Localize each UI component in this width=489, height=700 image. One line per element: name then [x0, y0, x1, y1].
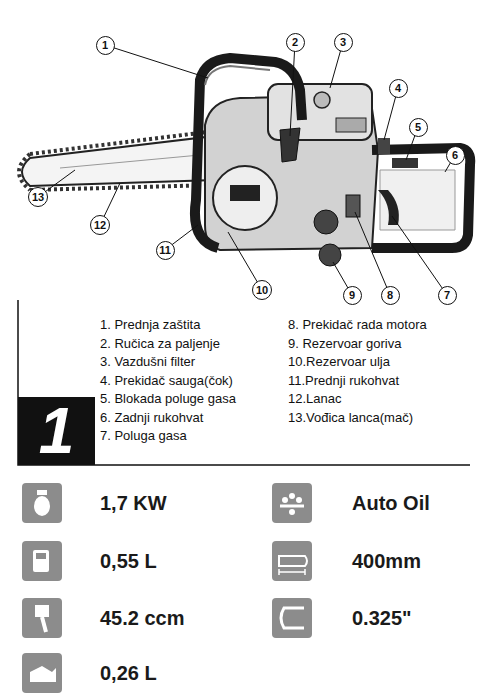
callout-number: 13	[28, 187, 48, 207]
bar-length-icon	[272, 541, 312, 581]
fuel-tank-icon	[36, 553, 46, 559]
part-legend-item: 12.Lanac	[288, 390, 342, 407]
part-legend-item: 4. Prekidač sauga(čok)	[100, 372, 233, 389]
callout-number-text: 3	[340, 37, 346, 48]
engine-power-icon	[34, 496, 50, 516]
bar-length-icon	[279, 556, 307, 566]
part-legend-item: 13.Vođica lanca(mač)	[288, 409, 413, 426]
callout-number: 11	[156, 241, 175, 260]
engine-switch	[346, 195, 360, 217]
callout-number-text: 10	[256, 285, 268, 296]
leader-line	[355, 212, 390, 295]
choke-knob	[378, 138, 390, 154]
section-number-text: 1	[39, 399, 75, 463]
part-legend-item: 6. Zadnji rukohvat	[100, 409, 203, 426]
auto-oil-icon	[289, 493, 295, 499]
spec-icons	[22, 483, 312, 693]
auto-oil-icon	[296, 497, 302, 503]
callout-number: 1	[96, 36, 115, 55]
part-legend-item: 11.Prednji rukohvat	[288, 372, 399, 389]
callout-number: 12	[90, 215, 110, 235]
callout-number-text: 7	[444, 290, 450, 301]
fuel-tank-icon	[33, 550, 49, 572]
displacement-icon	[35, 605, 49, 617]
callout-number: 8	[381, 286, 400, 305]
section-number-box: 1	[18, 397, 95, 465]
callout-number: 5	[409, 118, 428, 137]
part-legend-item: 5. Blokada poluge gasa	[100, 390, 236, 407]
oil-tank-icon	[30, 666, 56, 682]
callout-number-text: 2	[292, 37, 298, 48]
callout-number: 7	[438, 286, 457, 305]
front-guard-edge	[205, 66, 270, 85]
auto-oil-icon	[272, 483, 312, 523]
part-legend-item: 9. Rezervoar goriva	[288, 335, 401, 352]
spec-value: 0.325"	[352, 606, 412, 630]
callout-number-text: 9	[349, 290, 355, 301]
callout-number: 10	[252, 280, 272, 300]
chain-pitch-icon	[272, 598, 312, 638]
callout-number-text: 8	[387, 290, 393, 301]
auto-oil-icon	[282, 497, 288, 503]
callout-number-text: 4	[395, 83, 401, 94]
front-handle	[195, 58, 302, 248]
callout-number-text: 11	[159, 245, 171, 256]
spec-value: 0,55 L	[100, 549, 157, 573]
part-legend-item: 10.Rezervoar ulja	[288, 353, 390, 370]
callout-number: 4	[389, 79, 408, 98]
part-legend-item: 2. Ručica za paljenje	[100, 335, 220, 352]
spec-value: 45.2 ccm	[100, 606, 185, 630]
callout-number-text: 5	[415, 122, 421, 133]
displacement-icon	[42, 617, 46, 632]
throttle-trigger	[378, 190, 399, 225]
callout-number: 3	[334, 33, 353, 52]
displacement-icon	[22, 598, 62, 638]
spec-value: 400mm	[352, 549, 421, 573]
starter-cover	[213, 166, 277, 230]
callout-number: 9	[343, 286, 362, 305]
auto-oil-icon	[289, 509, 295, 515]
part-legend-item: 8. Prekidač rada motora	[288, 316, 427, 333]
leader-lines	[38, 42, 455, 295]
bar-length-icon	[279, 569, 305, 575]
part-legend-item: 1. Prednja zaštita	[100, 316, 200, 333]
throttle-lock	[392, 158, 418, 168]
spec-value: 1,7 KW	[100, 491, 167, 515]
oil-tank-icon	[22, 653, 62, 693]
leader-line	[105, 45, 208, 78]
engine-power-icon	[37, 490, 47, 495]
part-legend-item: 3. Vazdušni filter	[100, 353, 195, 370]
guide-bar	[22, 136, 215, 186]
fuel-tank-icon	[22, 541, 62, 581]
callout-number: 6	[446, 146, 465, 165]
leader-line	[290, 42, 295, 136]
oil-cap	[314, 210, 338, 234]
bar-groove	[60, 155, 200, 168]
spec-value: Auto Oil	[352, 491, 430, 515]
auto-oil-icon	[280, 505, 304, 508]
saw-chain	[19, 131, 215, 190]
callout-number: 2	[286, 33, 305, 52]
cover-vents	[336, 118, 366, 132]
leader-line	[392, 216, 447, 295]
fuel-cap	[319, 244, 341, 266]
part-legend-item: 7. Poluga gasa	[100, 427, 187, 444]
chain-pitch-icon	[281, 608, 304, 628]
spec-value: 0,26 L	[100, 661, 157, 685]
callout-number-text: 13	[32, 192, 44, 203]
callout-number-text: 1	[102, 40, 108, 51]
engine-power-icon	[22, 483, 62, 523]
callout-number-text: 12	[94, 220, 106, 231]
callout-number-text: 6	[452, 150, 458, 161]
cover-knob	[314, 92, 330, 108]
brand-plate	[230, 185, 260, 201]
legend-frame	[18, 300, 470, 465]
